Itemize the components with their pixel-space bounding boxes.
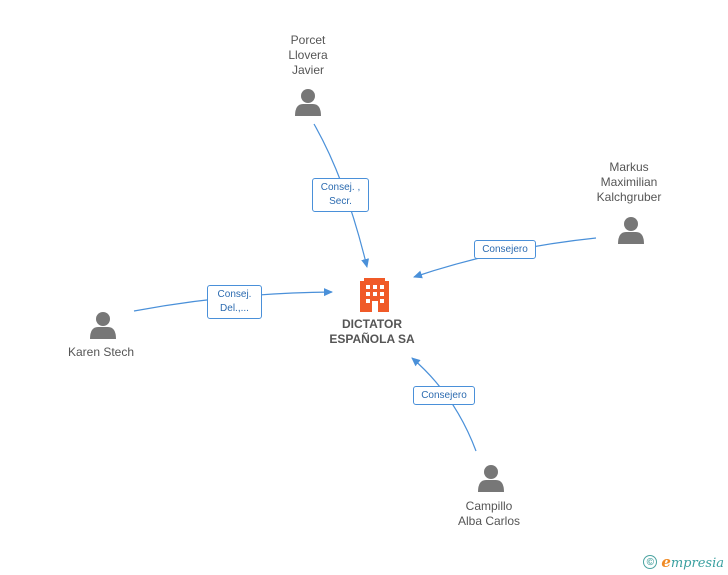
person-icon[interactable] bbox=[618, 217, 644, 244]
relation-label-porcet[interactable]: Consej. , Secr. bbox=[312, 178, 369, 212]
company-name-line2: ESPAÑOLA SA bbox=[329, 332, 415, 346]
person-name-karen[interactable]: Karen Stech bbox=[67, 345, 135, 359]
footer-brand: © empresia bbox=[643, 552, 724, 572]
company-name-line1: DICTATOR bbox=[342, 317, 402, 331]
person-icon[interactable] bbox=[90, 312, 116, 339]
brand-logo: empresia bbox=[661, 553, 724, 571]
relation-label-line1: Consejero bbox=[421, 390, 467, 401]
person-name-campillo[interactable]: Campillo Alba Carlos bbox=[457, 499, 521, 528]
relation-label-karen[interactable]: Consej. Del.,... bbox=[207, 285, 262, 319]
person-icon[interactable] bbox=[295, 89, 321, 116]
relation-label-line1: Consej. , bbox=[320, 182, 361, 193]
person-name-markus[interactable]: Markus Maximilian Kalchgruber bbox=[596, 160, 662, 204]
person-name-porcet[interactable]: Porcet Llovera Javier bbox=[288, 33, 328, 77]
relation-label-line2: Del.,... bbox=[220, 303, 249, 314]
person-icon[interactable] bbox=[478, 465, 504, 492]
relation-label-markus[interactable]: Consejero bbox=[474, 240, 536, 259]
relation-label-line1: Consej. bbox=[217, 289, 252, 300]
company-name[interactable]: DICTATOR ESPAÑOLA SA bbox=[292, 317, 452, 347]
copyright-icon: © bbox=[643, 555, 658, 569]
relation-label-line1: Consejero bbox=[482, 244, 528, 255]
building-icon[interactable] bbox=[360, 278, 389, 312]
relation-label-campillo[interactable]: Consejero bbox=[413, 386, 475, 405]
relation-label-line2: Secr. bbox=[329, 196, 352, 207]
